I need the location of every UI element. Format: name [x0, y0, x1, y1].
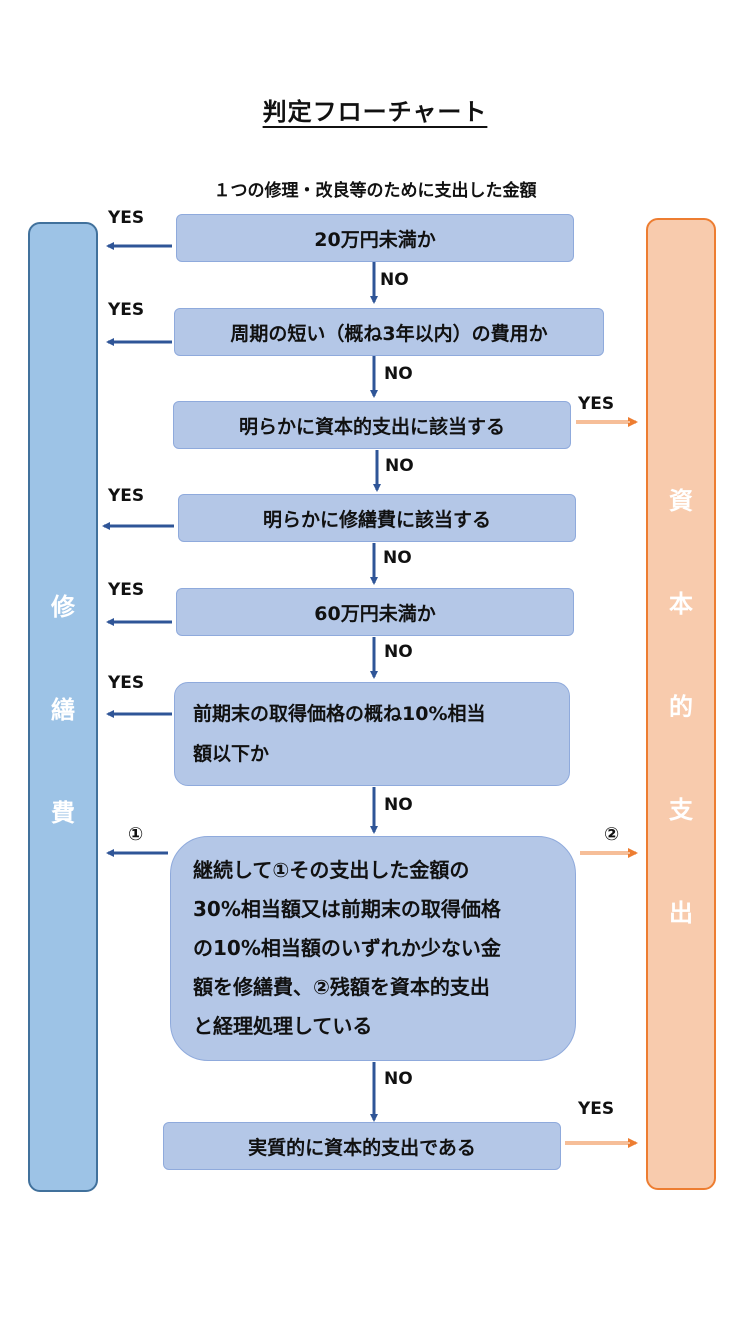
box-line: 額以下か	[193, 743, 270, 765]
decision-short-cycle: 周期の短い（概ね3年以内）の費用か	[174, 308, 604, 356]
decision-clearly-repair: 明らかに修繕費に該当する	[178, 494, 576, 542]
capital-column-char: 的	[669, 692, 693, 721]
no-label: NO	[384, 642, 413, 662]
yes-label: YES	[108, 486, 145, 506]
no-label: NO	[384, 795, 413, 815]
repair-column-char: 修	[51, 592, 75, 621]
no-label: NO	[383, 548, 412, 568]
no-label: NO	[380, 270, 409, 290]
no-label: NO	[384, 364, 413, 384]
decision-under-200k: 20万円未満か	[176, 214, 574, 262]
decision-under-600k: 60万円未満か	[176, 588, 574, 636]
page-title: 判定フローチャート	[0, 92, 750, 127]
no-label: NO	[384, 1069, 413, 1089]
yes-label: YES	[578, 1099, 615, 1119]
yes-label: YES	[108, 673, 145, 693]
decision-clearly-capital: 明らかに資本的支出に該当する	[173, 401, 571, 449]
decision-10-percent: 前期末の取得価格の概ね10%相当 額以下か	[174, 682, 570, 786]
repair-column-char: 費	[51, 798, 75, 827]
circle-one-label: ①	[128, 824, 144, 845]
yes-label: YES	[578, 394, 615, 414]
box-line: 30%相当額又は前期末の取得価格	[193, 897, 501, 921]
box-line: 額を修繕費、②残額を資本的支出	[193, 975, 490, 999]
yes-label: YES	[108, 300, 145, 320]
box-line: 前期末の取得価格の概ね10%相当	[193, 703, 486, 725]
capital-column-char: 出	[669, 898, 693, 927]
box-line: と経理処理している	[193, 1014, 373, 1038]
title-text: 判定フローチャート	[262, 98, 488, 126]
circle-two-label: ②	[604, 824, 620, 845]
decision-substantially-capital: 実質的に資本的支出である	[163, 1122, 561, 1170]
repair-expense-column: 修 繕 費	[28, 222, 98, 1192]
yes-label: YES	[108, 580, 145, 600]
capital-expenditure-column: 資 本 的 支 出	[646, 218, 716, 1190]
box-line: の10%相当額のいずれか少ない金	[193, 936, 501, 960]
capital-column-char: 支	[669, 795, 693, 824]
capital-column-char: 本	[669, 589, 693, 618]
decision-continuous-treatment: 継続して①その支出した金額の 30%相当額又は前期末の取得価格 の10%相当額の…	[170, 836, 576, 1061]
capital-column-char: 資	[669, 486, 693, 515]
no-label: NO	[385, 456, 414, 476]
repair-column-char: 繕	[51, 695, 75, 724]
box-line: 継続して①その支出した金額の	[193, 858, 470, 882]
yes-label: YES	[108, 208, 145, 228]
flow-start-label: １つの修理・改良等のために支出した金額	[213, 181, 537, 201]
